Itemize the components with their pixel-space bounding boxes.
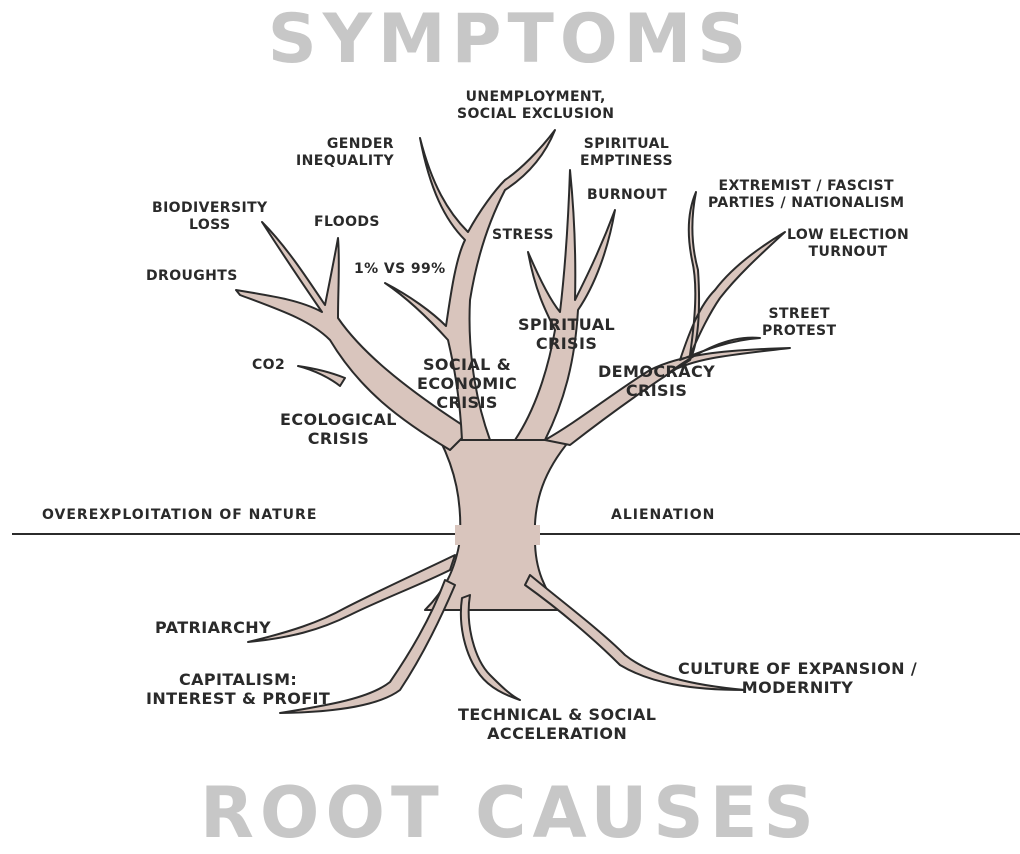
symptom-stress: STRESS [492, 227, 554, 244]
symptom-one-percent: 1% VS 99% [354, 261, 446, 278]
cause-capitalism: CAPITALISM:INTEREST & PROFIT [146, 670, 330, 708]
symptom-unemployment: UNEMPLOYMENT,SOCIAL EXCLUSION [457, 89, 614, 123]
symptom-droughts: DROUGHTS [146, 268, 238, 285]
symptom-co2: CO2 [252, 357, 285, 374]
cause-patriarchy: PATRIARCHY [155, 618, 271, 637]
root-causes-title: ROOT CAUSES [0, 778, 1020, 848]
symptom-floods: FLOODS [314, 214, 380, 231]
cause-expansion: CULTURE OF EXPANSION /MODERNITY [678, 659, 917, 697]
trunk-cover [455, 525, 540, 545]
ground-label-left: OVEREXPLOITATION OF NATURE [42, 507, 317, 524]
branch-co2 [298, 366, 345, 386]
symptom-burnout: BURNOUT [587, 187, 667, 204]
ground-label-right: ALIENATION [611, 507, 715, 524]
